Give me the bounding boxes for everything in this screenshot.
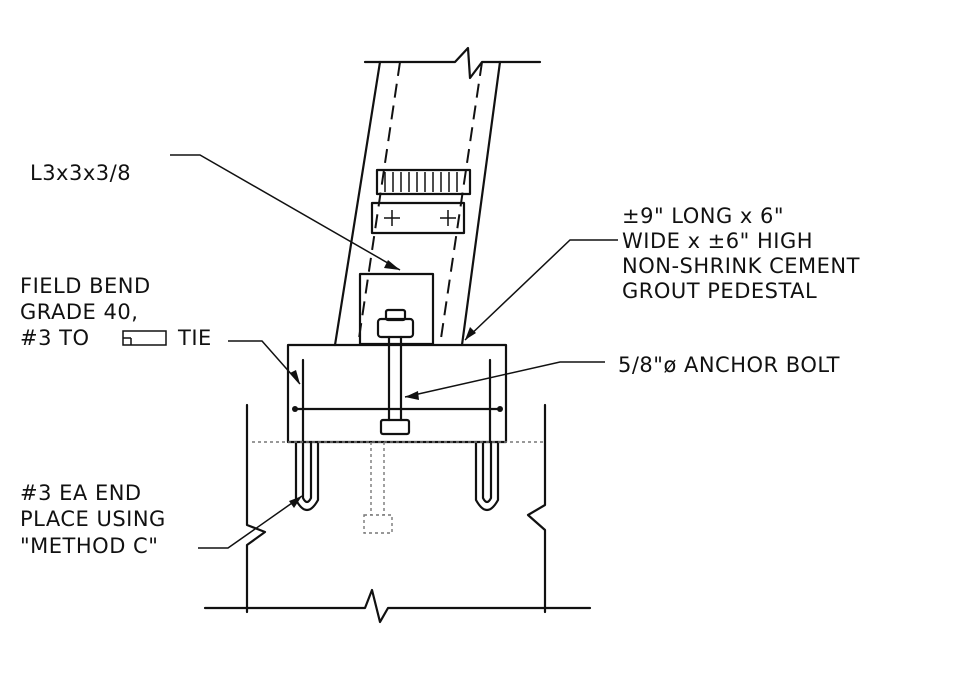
field-bend-line-3a: #3 TO bbox=[20, 326, 90, 350]
tie-symbol-icon bbox=[122, 330, 167, 346]
field-bend-line-2: GRADE 40, bbox=[20, 300, 138, 324]
angle-label: L3x3x3/8 bbox=[30, 161, 131, 185]
pedestal-note: ±9" LONG x 6" WIDE x ±6" HIGH NON-SHRINK… bbox=[622, 204, 860, 303]
cap-plate bbox=[375, 168, 472, 196]
nut-top bbox=[376, 308, 415, 339]
grout-pedestal bbox=[286, 343, 508, 444]
concrete-footing bbox=[203, 403, 592, 624]
field-bend-line-1: FIELD BEND bbox=[20, 274, 151, 298]
ea-end-line-3: "METHOD C" bbox=[20, 534, 158, 558]
pedestal-line-2: WIDE x ±6" HIGH bbox=[622, 229, 813, 253]
rebar-hairpins bbox=[294, 440, 500, 512]
anchor-bolt bbox=[363, 335, 411, 534]
ea-end-line-2: PLACE USING bbox=[20, 507, 166, 531]
leader-lines bbox=[170, 154, 618, 549]
pedestal-line-4: GROUT PEDESTAL bbox=[622, 279, 817, 303]
field-bend-line-3b: TIE bbox=[177, 326, 212, 350]
pedestal-line-1: ±9" LONG x 6" bbox=[622, 204, 784, 228]
pedestal-line-3: NON-SHRINK CEMENT bbox=[622, 254, 860, 278]
diagonal-member bbox=[333, 46, 542, 347]
anchor-bolt-label: 5/8"ø ANCHOR BOLT bbox=[618, 353, 840, 377]
lower-plate bbox=[370, 201, 466, 235]
field-bend-note: FIELD BEND GRADE 40, #3 TO TIE bbox=[20, 274, 212, 350]
ea-end-line-1: #3 EA END bbox=[20, 481, 142, 505]
ea-end-note: #3 EA END PLACE USING "METHOD C" bbox=[20, 481, 166, 558]
